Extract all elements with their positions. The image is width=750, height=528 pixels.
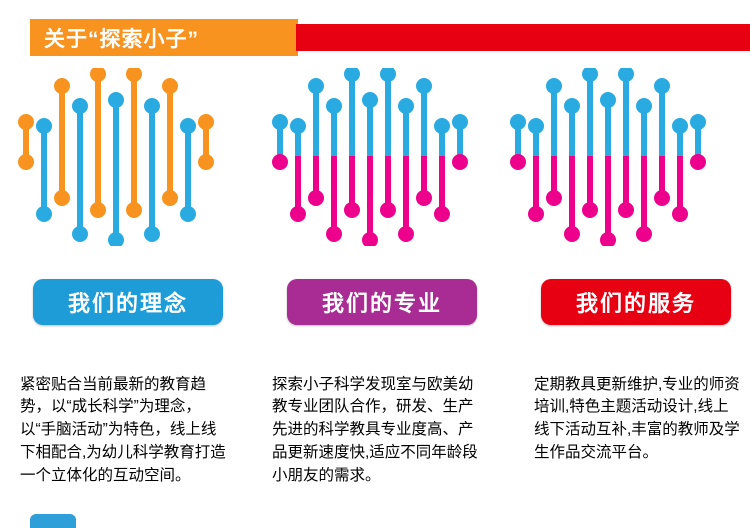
- next-section-partial: [30, 514, 76, 528]
- header-red-bar: [296, 24, 750, 51]
- dna-helix-icon: [268, 66, 478, 248]
- service-button[interactable]: 我们的服务: [541, 279, 731, 325]
- expertise-paragraph: 探索小子科学发现室与欧美幼教专业团队合作，研发、生产先进的科学教具专业度高、产品…: [272, 375, 478, 485]
- dna-helix-icon: [506, 66, 716, 248]
- service-paragraph: 定期教具更新维护,专业的师资培训,特色主题活动设计,线上线下活动互补,丰富的教师…: [534, 375, 740, 462]
- section-title: 关于“探索小子”: [44, 27, 199, 51]
- dna-helix-icon: [14, 66, 224, 248]
- philosophy-button[interactable]: 我们的理念: [33, 279, 223, 325]
- section-title-box: 关于“探索小子”: [30, 19, 298, 56]
- expertise-button[interactable]: 我们的专业: [287, 279, 477, 325]
- philosophy-paragraph: 紧密贴合当前最新的教育趋势，以“成长科学”为理念，以“手脑活动”为特色，线上线下…: [20, 375, 226, 485]
